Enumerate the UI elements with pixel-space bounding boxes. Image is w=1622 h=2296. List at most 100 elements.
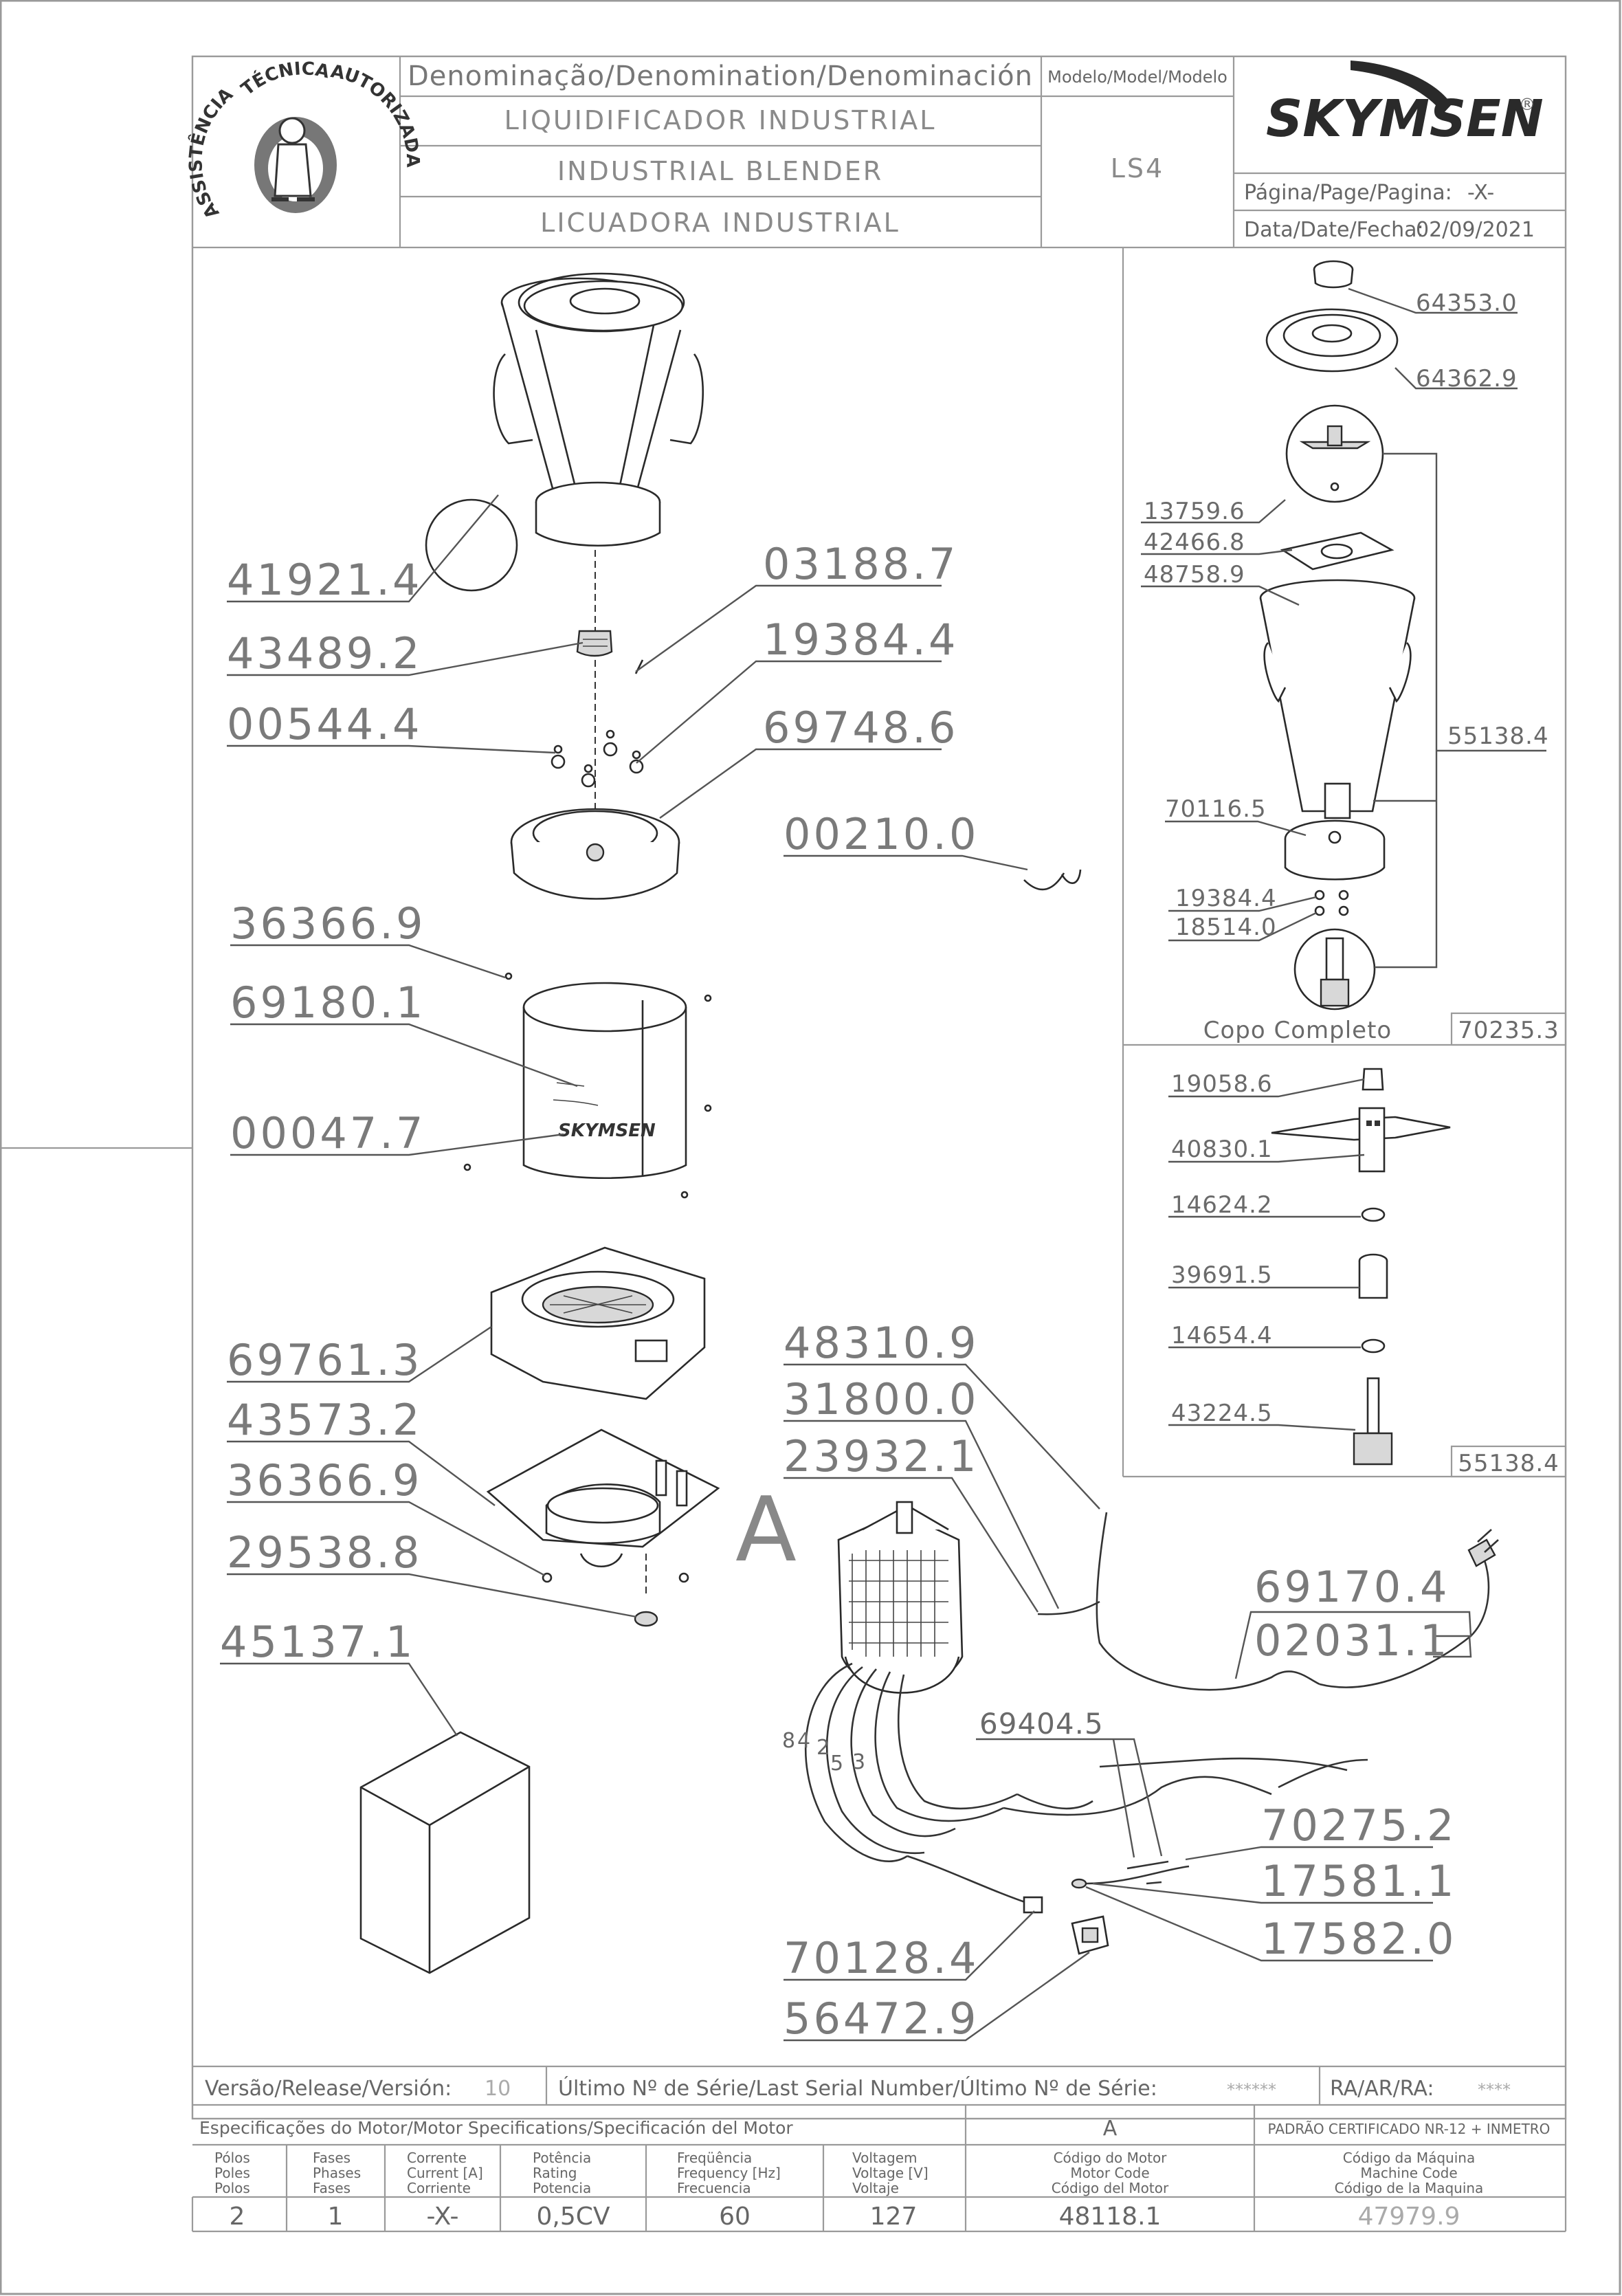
cup-gasket-magnify-drawing xyxy=(1285,404,1384,503)
spec-poles-label-en: Poles xyxy=(214,2165,250,2181)
wire-number-8: 8 xyxy=(782,1729,795,1753)
wire-number-3: 3 xyxy=(852,1750,865,1774)
stamp-text-top: TÉCNICA xyxy=(238,58,331,100)
cup-complete-panel: Copo Completo 70235.3 55138.4 xyxy=(1122,247,1567,1478)
spec-poles-label-pt: Pólos xyxy=(214,2150,250,2166)
spec-poles-label-es: Polos xyxy=(214,2180,250,2196)
last-serial-label: Último Nº de Série/Last Serial Number/Úl… xyxy=(558,2075,1157,2101)
part-number-48310-9: 48310.9 xyxy=(784,1318,979,1368)
blade-assembly-panel: 19058.6 40830.1 14624.2 39691.5 14654.4 … xyxy=(1168,1068,1451,1466)
spec-phases-value: 1 xyxy=(328,2203,344,2231)
spec-voltage-label-pt: Voltagem xyxy=(852,2150,918,2166)
switch-drawing xyxy=(1071,1915,1109,1955)
part-number-02031-1: 02031.1 xyxy=(1254,1615,1449,1666)
part-number-42466-8: 42466.8 xyxy=(1144,529,1245,556)
wire-number-2: 2 xyxy=(816,1736,830,1760)
authorized-assistance-stamp: ASSISTÊNCIA TÉCNICA AUTORIZADA xyxy=(186,58,423,222)
part-number-64362-9: 64362.9 xyxy=(1416,365,1518,393)
motor-callout-letter: A xyxy=(735,1477,797,1582)
spec-voltage-label-es: Voltaje xyxy=(852,2180,899,2196)
cup-complete-code: 70235.3 xyxy=(1458,1017,1559,1044)
spec-phases-label-es: Fases xyxy=(313,2180,351,2196)
part-number-43573-2: 43573.2 xyxy=(227,1395,422,1445)
blade-shaft-drawing xyxy=(1353,1377,1393,1466)
part-number-64353-0: 64353.0 xyxy=(1416,289,1518,317)
cup-base-drawing xyxy=(1284,819,1386,881)
part-number-00210-0: 00210.0 xyxy=(784,809,979,859)
part-number-29538-8: 29538.8 xyxy=(227,1527,422,1578)
version-label: Versão/Release/Versión: xyxy=(205,2077,452,2101)
spec-machine-code-label-pt: Código da Máquina xyxy=(1343,2150,1475,2166)
coupling-drawing xyxy=(576,630,613,657)
part-number-70116-5: 70116.5 xyxy=(1165,795,1267,823)
part-number-43224-5: 43224.5 xyxy=(1171,1400,1273,1427)
sleeve-brand-decal: SKYMSEN xyxy=(558,1121,656,1141)
cup-lid-drawing xyxy=(1265,308,1399,373)
motor-drawing: A xyxy=(735,1477,964,1694)
spec-rating-label-es: Potencia xyxy=(533,2180,591,2196)
blade-drawing xyxy=(1271,1107,1451,1173)
part-number-69761-3: 69761.3 xyxy=(227,1335,422,1385)
cup-blade-magnify-drawing xyxy=(1293,928,1376,1011)
spec-motor-code: Código do Motor Motor Code Código del Mo… xyxy=(1052,2150,1169,2231)
jar-detail-circle xyxy=(425,498,518,592)
cover-sleeve-drawing: SKYMSEN xyxy=(522,982,687,1180)
part-number-17582-0: 17582.0 xyxy=(1261,1914,1456,1964)
part-number-00544-4: 00544.4 xyxy=(227,699,422,749)
motor-specifications-label: Especificações do Motor/Motor Specificat… xyxy=(199,2118,793,2138)
blade-assembly-code: 55138.4 xyxy=(1458,1450,1559,1477)
spec-frequency: Freqüência Frequency [Hz] Frecuencia 60 xyxy=(677,2150,781,2231)
cup-lid-cap-drawing xyxy=(1313,260,1354,289)
part-number-14654-4: 14654.4 xyxy=(1171,1322,1273,1349)
title-block: Denominação/Denomination/Denominación Mo… xyxy=(186,56,1566,249)
part-number-55138-4-cup: 55138.4 xyxy=(1447,722,1549,750)
main-leaders xyxy=(220,494,1472,2042)
spec-current-label-es: Corriente xyxy=(407,2180,471,2196)
spec-current-value: -X- xyxy=(426,2203,458,2231)
part-number-69170-4: 69170.4 xyxy=(1254,1562,1449,1612)
blade-nut-drawing xyxy=(1362,1068,1384,1091)
jar-base-drawing xyxy=(510,808,680,900)
screws-and-washers-drawing xyxy=(551,729,644,788)
part-number-19058-6: 19058.6 xyxy=(1171,1070,1273,1098)
product-name-en: INDUSTRIAL BLENDER xyxy=(557,156,883,186)
spec-rating-value: 0,5CV xyxy=(536,2203,610,2231)
spec-voltage: Voltagem Voltage [V] Voltaje 127 xyxy=(852,2150,929,2231)
wire-numbers: 8 4 2 5 3 xyxy=(782,1729,865,1776)
spec-frequency-label-es: Frecuencia xyxy=(677,2180,751,2196)
part-number-48758-9: 48758.9 xyxy=(1144,561,1245,588)
spec-machine-code: Código da Máquina Machine Code Código de… xyxy=(1335,2150,1484,2231)
part-number-43489-2: 43489.2 xyxy=(227,628,422,678)
part-number-45137-1: 45137.1 xyxy=(220,1617,415,1667)
stamp-text-left: ASSISTÊNCIA xyxy=(186,84,237,222)
spec-motor-code-label-es: Código del Motor xyxy=(1052,2180,1169,2196)
blade-washer-2-drawing xyxy=(1361,1338,1386,1354)
spec-rating-label-en: Rating xyxy=(533,2165,577,2181)
date-value: 02/09/2021 xyxy=(1416,218,1535,242)
certification-label: PADRÃO CERTIFICADO NR-12 + INMETRO xyxy=(1268,2121,1551,2137)
spec-voltage-label-en: Voltage [V] xyxy=(852,2165,929,2181)
page-label: Página/Page/Pagina: xyxy=(1244,181,1452,205)
spring-clip-drawing xyxy=(1023,869,1082,891)
motor-column-letter: A xyxy=(1103,2117,1118,2141)
date-label: Data/Date/Fecha: xyxy=(1244,218,1424,242)
brand-registered-mark: ® xyxy=(1519,95,1535,114)
brand-wordmark: SKYMSEN xyxy=(1266,89,1544,148)
part-number-41921-4: 41921.4 xyxy=(227,555,422,605)
spec-machine-code-label-es: Código de la Maquina xyxy=(1335,2180,1484,2196)
part-number-36366-9-base: 36366.9 xyxy=(227,1455,422,1505)
skymsen-logo: SKYMSEN ® xyxy=(1266,60,1544,148)
packing-box-drawing xyxy=(359,1731,531,1974)
part-number-36366-9-sleeve: 36366.9 xyxy=(230,898,425,949)
part-number-39691-5: 39691.5 xyxy=(1171,1261,1273,1289)
model-value: LS4 xyxy=(1111,153,1164,184)
part-number-17581-1: 17581.1 xyxy=(1261,1856,1456,1906)
wire-number-4: 4 xyxy=(797,1729,810,1753)
capacitor-connector-drawing xyxy=(1023,1896,1043,1914)
part-number-19384-4-cup: 19384.4 xyxy=(1175,885,1277,912)
part-number-00047-7: 00047.7 xyxy=(230,1108,425,1158)
spec-motor-code-label-pt: Código do Motor xyxy=(1054,2150,1168,2166)
spec-poles: Pólos Poles Polos 2 xyxy=(214,2150,250,2231)
part-number-23932-1: 23932.1 xyxy=(784,1431,979,1481)
part-number-14624-2: 14624.2 xyxy=(1171,1191,1273,1219)
